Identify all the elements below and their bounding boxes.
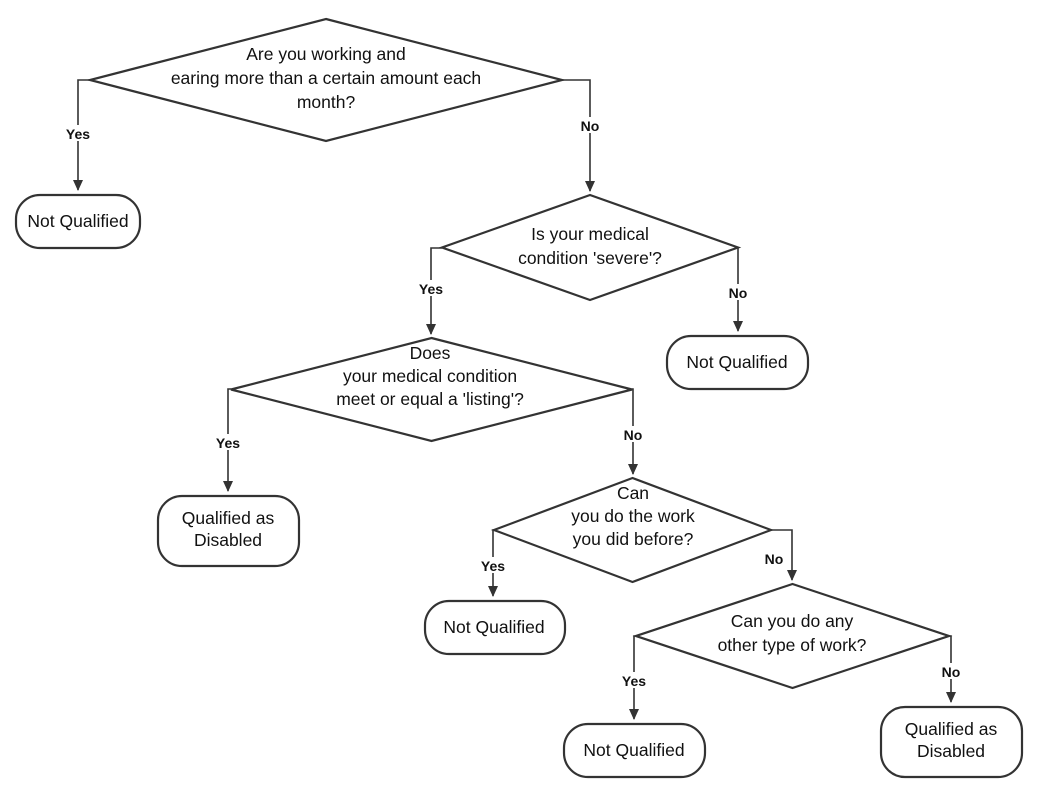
edge-label-yes: Yes [216, 435, 240, 451]
edge-q2-to-q3: Yes [414, 247, 448, 335]
nodes-layer: Are you working and earing more than a ce… [14, 17, 1024, 779]
edge-q4-to-q5: No [762, 529, 797, 581]
edge-label-backdrop [939, 663, 963, 679]
decision-node-q1: Are you working and earing more than a ce… [85, 17, 567, 143]
decision-diamond [632, 582, 953, 690]
edge-label-yes: Yes [481, 558, 505, 574]
terminal-pill [562, 722, 707, 779]
node-text-line: earing more than a certain amount each [171, 68, 481, 88]
edge-label-no: No [624, 427, 643, 443]
edge-label-backdrop [414, 280, 448, 296]
terminal-pill [665, 334, 810, 391]
edge-label-yes: Yes [419, 281, 443, 297]
edge-label-backdrop [726, 284, 750, 300]
edge-q5-to-t5: Yes [617, 635, 651, 720]
edge-label-backdrop [617, 672, 651, 688]
connector-arrow [223, 388, 233, 492]
node-text-line: you do the work [571, 506, 695, 526]
edge-label-backdrop [61, 125, 95, 141]
outcome-node-t4: Not Qualified [423, 599, 567, 656]
node-text-line: condition 'severe'? [518, 248, 662, 268]
edge-q4-to-t4: Yes [476, 529, 510, 597]
node-text-line: Not Qualified [686, 352, 787, 372]
outcome-node-t1: Not Qualified [14, 193, 142, 250]
connector-arrow [628, 388, 638, 475]
decision-node-q5: Can you do any other type of work? [632, 582, 953, 690]
decision-node-q4: Can you do the work you did before? [490, 476, 775, 584]
node-text-line: Not Qualified [583, 740, 684, 760]
node-text-line: Qualified as [905, 719, 998, 739]
decision-diamond [438, 193, 742, 302]
connector-arrow [426, 247, 442, 335]
node-text-line: Are you working and [246, 44, 406, 64]
node-text-line: Does [410, 343, 451, 363]
node-text-line: your medical condition [343, 366, 517, 386]
node-text-line: meet or equal a 'listing'? [336, 389, 524, 409]
connector-arrow [562, 79, 595, 192]
outcome-node-t5: Not Qualified [562, 722, 707, 779]
edge-q3-to-q4: No [621, 388, 645, 475]
node-text-line: you did before? [573, 529, 694, 549]
decision-diamond [230, 336, 633, 443]
edge-label-yes: Yes [622, 673, 646, 689]
edge-label-backdrop [211, 434, 245, 450]
terminal-pill [879, 705, 1024, 779]
edge-label-backdrop [476, 557, 510, 573]
node-text-line: Can [617, 483, 649, 503]
connector-arrow [771, 529, 797, 581]
edge-label-backdrop [762, 550, 786, 566]
terminal-pill [14, 193, 142, 250]
node-text-line: Not Qualified [443, 617, 544, 637]
edge-label-no: No [942, 664, 961, 680]
node-text-line: Disabled [194, 530, 262, 550]
node-text-line: other type of work? [718, 635, 867, 655]
edge-q1-to-q2: No [562, 79, 602, 192]
decision-diamond [490, 476, 775, 584]
edge-q1-to-t1: Yes [61, 79, 95, 191]
edge-label-backdrop [621, 426, 645, 442]
node-text-line: Is your medical [531, 224, 649, 244]
edge-q5-to-t6: No [939, 635, 963, 703]
terminal-pill [423, 599, 567, 656]
node-text-line: Not Qualified [27, 211, 128, 231]
edge-label-no: No [765, 551, 784, 567]
edge-label-yes: Yes [66, 126, 90, 142]
edge-label-no: No [581, 118, 600, 134]
edge-label-backdrop [578, 117, 602, 133]
node-text-line: month? [297, 92, 356, 112]
node-text-line: Can you do any [731, 611, 854, 631]
edge-label-no: No [729, 285, 748, 301]
node-text-line: Disabled [917, 741, 985, 761]
node-text-line: Qualified as [182, 508, 275, 528]
decision-node-q2: Is your medical condition 'severe'? [438, 193, 742, 302]
decision-node-q3: Does your medical condition meet or equal … [230, 336, 633, 443]
outcome-node-t2: Not Qualified [665, 334, 810, 391]
edge-q3-to-t3: Yes [211, 388, 245, 492]
terminal-pill [156, 494, 301, 568]
decision-diamond [85, 17, 567, 143]
edge-q2-to-t2: No [726, 248, 750, 332]
